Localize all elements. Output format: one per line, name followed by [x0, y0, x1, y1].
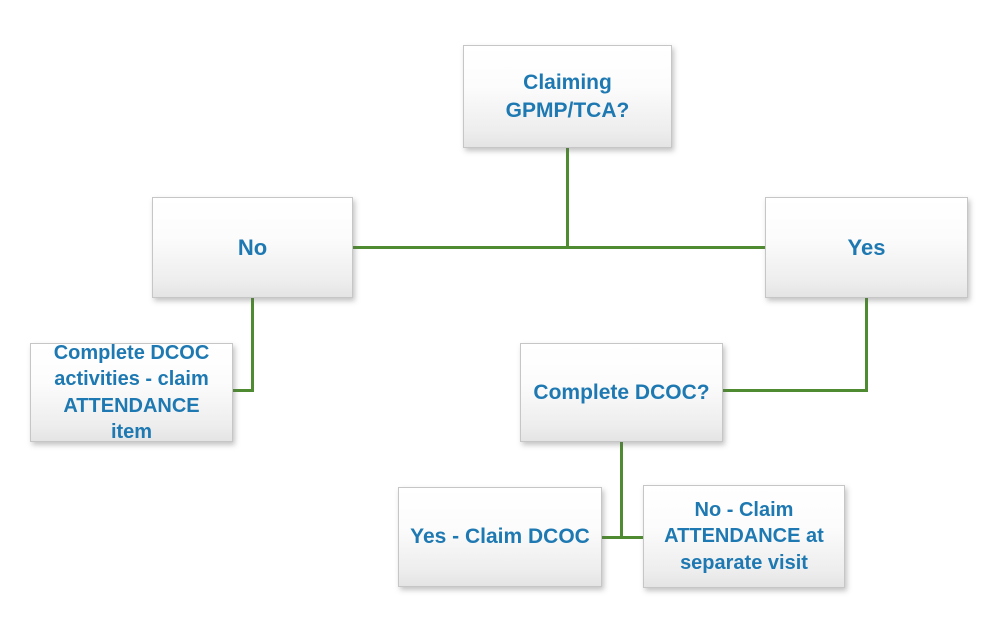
node-no-claim-attendance-separate-visit-label: No - Claim ATTENDANCE at separate visit — [664, 498, 824, 574]
node-no: No — [152, 197, 353, 298]
connector-dcoc-bar — [602, 536, 646, 539]
node-no-claim-attendance-separate-visit: No - Claim ATTENDANCE at separate visit — [643, 485, 845, 588]
node-complete-dcoc-question-label: Complete DCOC? — [533, 380, 710, 404]
node-yes-label: Yes — [847, 234, 886, 260]
connector-dcoc-down — [620, 442, 623, 539]
connector-yes-down — [865, 298, 868, 392]
connector-no-yes-bar — [353, 246, 768, 249]
node-no-label: No — [237, 234, 268, 260]
node-complete-dcoc-claim-attendance: Complete DCOC activities - claim ATTENDA… — [30, 342, 233, 443]
node-claiming-gpmp-tca-label: Claiming GPMP/TCA? — [505, 71, 630, 122]
connector-no-elbow — [232, 389, 254, 392]
node-complete-dcoc-question: Complete DCOC? — [520, 343, 723, 442]
node-yes-claim-dcoc-label: Yes - Claim DCOC — [410, 525, 590, 548]
node-yes-claim-dcoc: Yes - Claim DCOC — [398, 487, 602, 587]
node-complete-dcoc-claim-attendance-label: Complete DCOC activities - claim ATTENDA… — [53, 341, 210, 443]
connector-claiming-stem — [566, 148, 569, 249]
node-yes: Yes — [765, 197, 968, 298]
node-claiming-gpmp-tca: Claiming GPMP/TCA? — [463, 45, 672, 148]
connector-yes-elbow — [723, 389, 868, 392]
connector-no-down — [251, 298, 254, 392]
